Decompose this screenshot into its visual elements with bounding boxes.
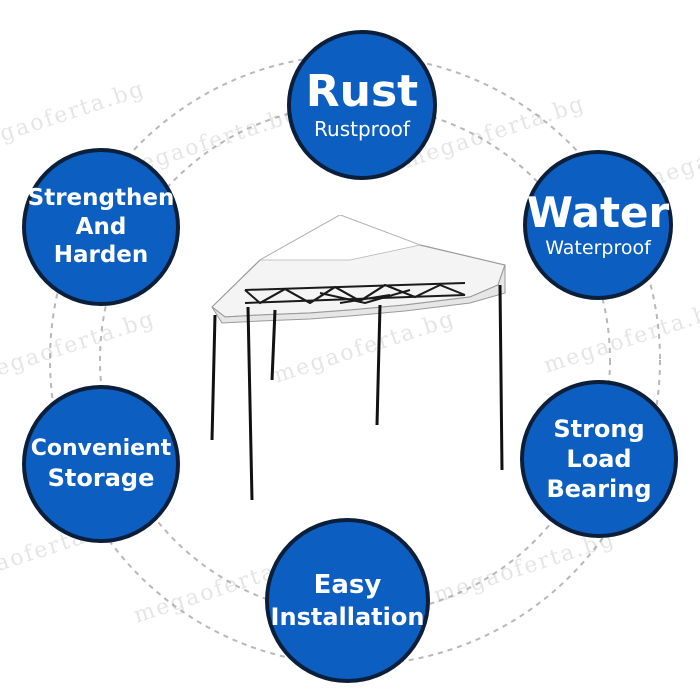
badge-title: Water (526, 187, 670, 237)
rustproof-badge: Rust Rustproof (287, 30, 437, 180)
badge-line: Harden (53, 242, 149, 269)
badge-line: Strong (553, 415, 645, 443)
badge-subtitle: Rustproof (314, 117, 410, 142)
badge-line: Strengthen (27, 184, 175, 211)
badge-line: Bearing (546, 475, 652, 503)
badge-line: Convenient (30, 436, 172, 462)
badge-line: Storage (47, 463, 155, 492)
badge-line: Easy (313, 570, 382, 601)
badge-subtitle: Waterproof (545, 237, 651, 260)
waterproof-badge: Water Waterproof (523, 150, 673, 300)
badge-line: And (75, 213, 127, 240)
convenient-storage-badge: Convenient Storage (22, 385, 180, 543)
easy-installation-badge: Easy Installation (265, 518, 430, 683)
load-bearing-badge: Strong Load Bearing (520, 380, 678, 538)
strengthen-harden-badge: Strengthen And Harden (22, 148, 180, 306)
badge-title: Rust (305, 65, 419, 117)
badge-line: Load (566, 445, 632, 473)
badge-line: Installation (270, 602, 425, 631)
canopy-tent-image (210, 215, 506, 501)
